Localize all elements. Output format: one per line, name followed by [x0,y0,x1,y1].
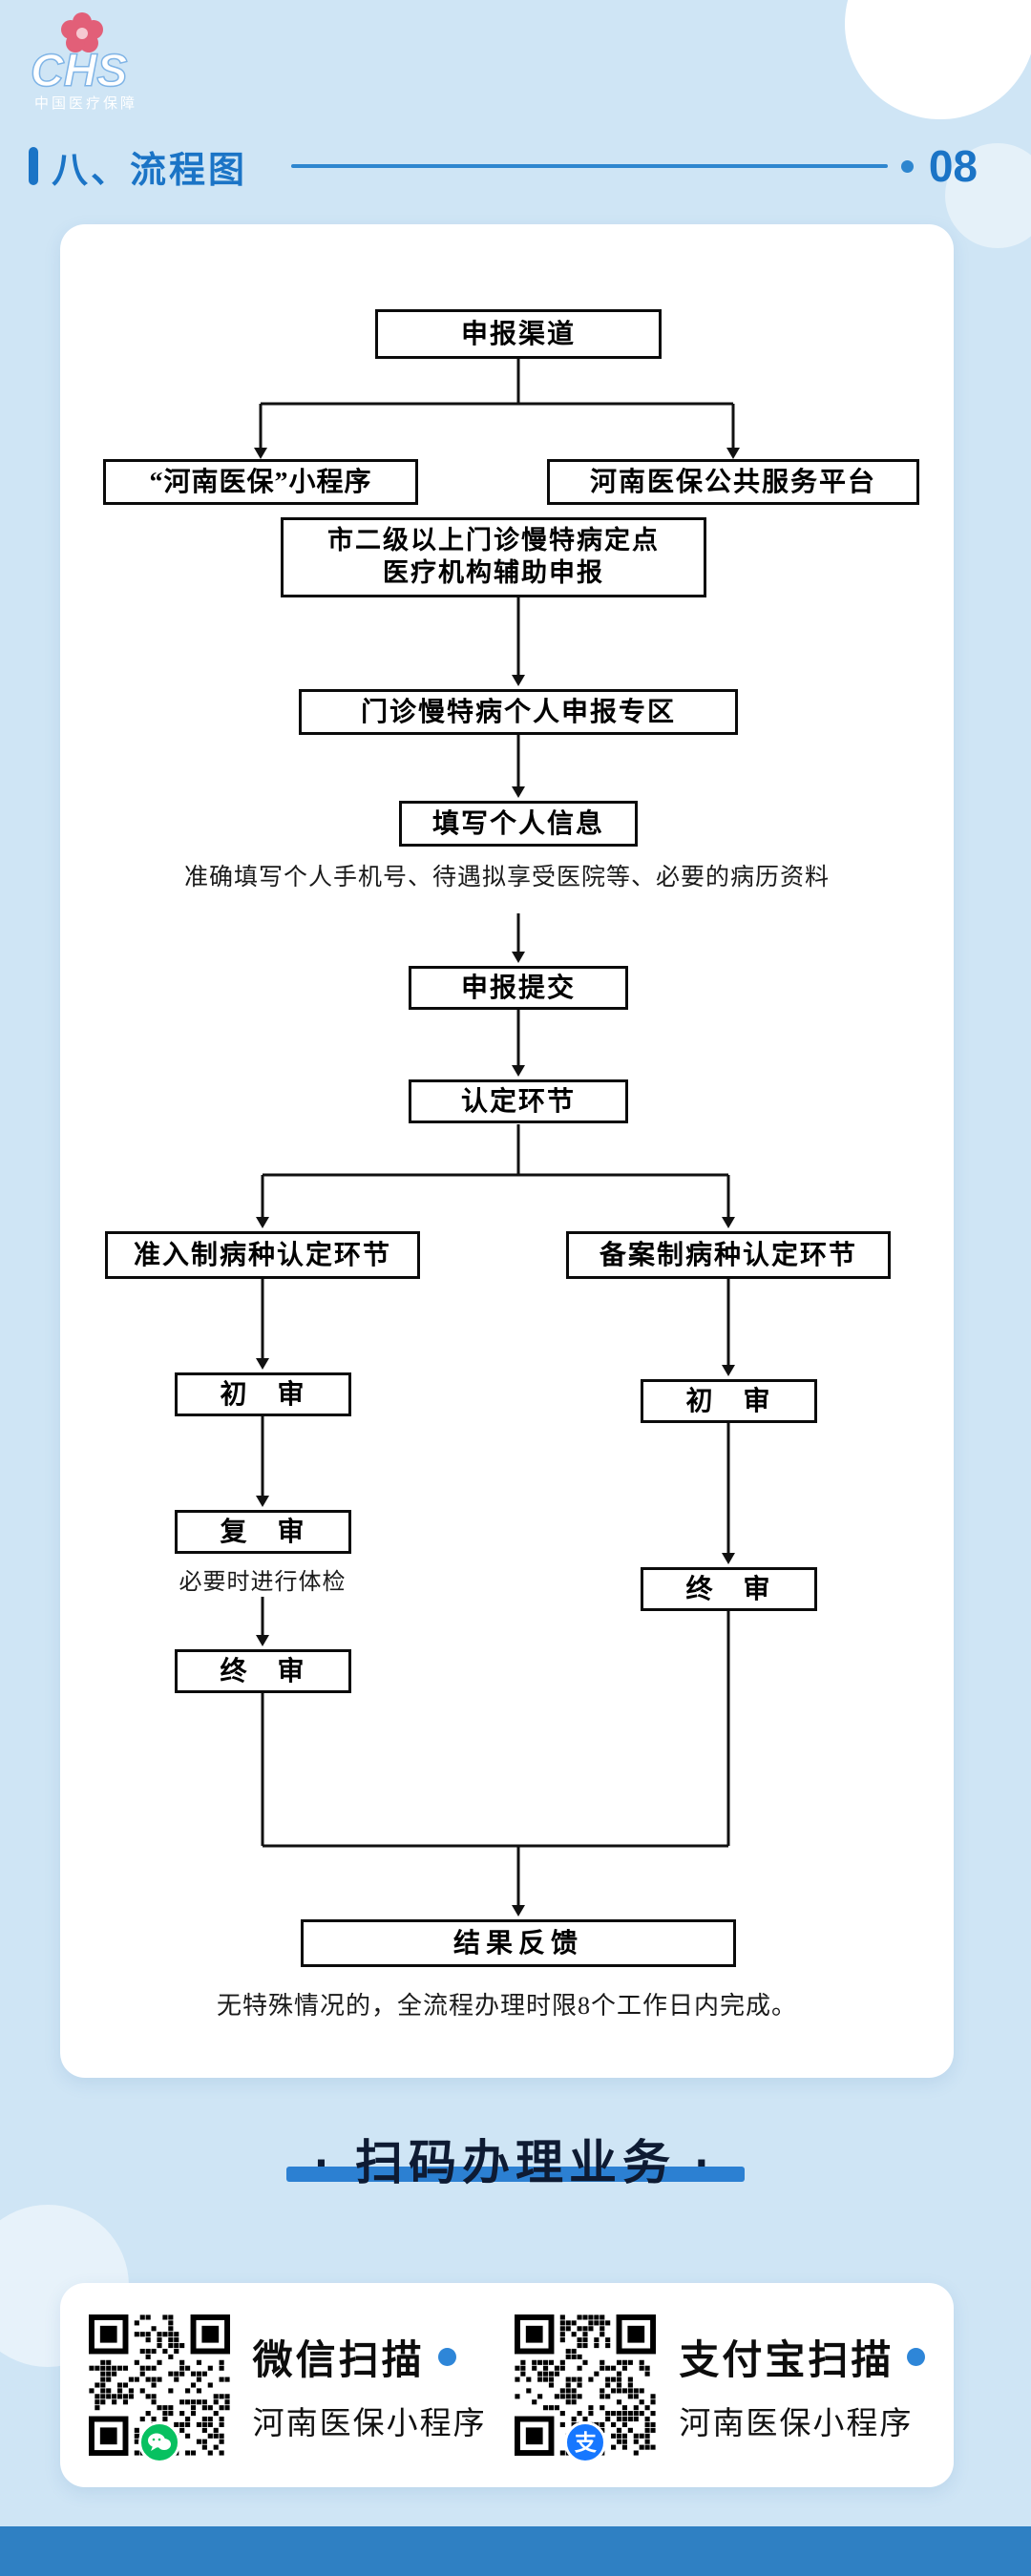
decor-circle-top-right [845,0,1031,119]
flow-node-filing-track: 备案制病种认定环节 [566,1231,891,1279]
wechat-scan-title: 微信扫描 [252,2336,425,2382]
flow-node-result: 结果反馈 [301,1919,736,1967]
alipay-icon: 支 [564,2421,607,2463]
flow-node-mini-program: “河南医保”小程序 [103,459,418,505]
scan-section-heading: · 扫码办理业务 · [0,2125,1031,2193]
alipay-scan-texts: 支付宝扫描 河南医保小程序 [679,2328,926,2443]
wechat-icon [137,2421,180,2463]
flow-node-determination: 认定环节 [409,1079,628,1123]
flow-node-submit: 申报提交 [409,966,628,1010]
scan-title-text: · 扫码办理业务 · [314,2136,717,2189]
alipay-scan-subtitle: 河南医保小程序 [679,2406,914,2441]
alipay-scan-group: 支 支付宝扫描 河南医保小程序 [515,2314,926,2463]
alipay-glyph: 支 [574,2429,597,2455]
blue-dot-icon [907,2347,926,2366]
flow-node-final-review-right: 终 审 [641,1567,817,1611]
flow-node-admission-track: 准入制病种认定环节 [105,1231,420,1279]
flowchart-card: 申报渠道 “河南医保”小程序 河南医保公共服务平台 市二级以上门诊慢特病定点 医… [60,224,954,2078]
scan-title-underline [286,2167,745,2182]
alipay-qr-box: 支 [515,2314,657,2463]
logo-caption: 中国医疗保障 [34,94,137,112]
wechat-scan-subtitle: 河南医保小程序 [252,2406,487,2441]
wechat-scan-group: 微信扫描 河南医保小程序 [88,2314,487,2463]
flow-node-personal-zone: 门诊慢特病个人申报专区 [299,689,738,735]
flow-node-assisted-declaration: 市二级以上门诊慢特病定点 医疗机构辅助申报 [281,517,706,597]
physical-exam-note: 必要时进行体检 [179,1570,347,1595]
chs-logo-graphic: CHS 中国医疗保障 [30,12,137,112]
scan-title: · 扫码办理业务 · [286,2125,745,2193]
flow-node-fill-info: 填写个人信息 [399,801,638,847]
divider-line [291,164,888,168]
wechat-qr-box [88,2314,230,2463]
fill-info-note: 准确填写个人手机号、待遇拟享受医院等、必要的病历资料 [183,865,830,890]
blue-dot-icon [437,2347,456,2366]
section-title: 八、流程图 [52,150,248,191]
section-header: 八、流程图 08 [29,141,978,191]
qr-card: 微信扫描 河南医保小程序 支 支付宝扫描 河南医保小程序 [60,2283,954,2487]
flow-node-final-review-left: 终 审 [175,1649,351,1693]
flow-connectors [254,359,740,1916]
flow-node-second-review: 复 审 [175,1510,351,1554]
assist-line-1: 市二级以上门诊慢特病定点 [327,526,660,555]
section-accent-bar [29,147,38,185]
assist-line-2: 医疗机构辅助申报 [383,558,604,587]
decor-circle-right [945,143,1031,248]
alipay-scan-title: 支付宝扫描 [679,2336,894,2382]
logo-acronym: CHS [31,46,127,96]
wechat-scan-texts: 微信扫描 河南医保小程序 [253,2328,487,2443]
flow-node-first-review-right: 初 审 [641,1379,817,1423]
page-number: 08 [928,141,978,191]
divider-dot [900,159,914,173]
bottom-banner [0,2526,1031,2576]
chs-logo: CHS 中国医疗保障 [25,10,187,119]
flow-node-channel: 申报渠道 [375,309,662,359]
result-note: 无特殊情况的，全流程办理时限8个工作日内完成。 [216,1992,797,2020]
wechat-qr-code [88,2314,230,2456]
plum-blossom-icon [61,12,103,52]
flow-node-first-review-left: 初 审 [175,1372,351,1416]
flow-node-platform: 河南医保公共服务平台 [547,459,919,505]
